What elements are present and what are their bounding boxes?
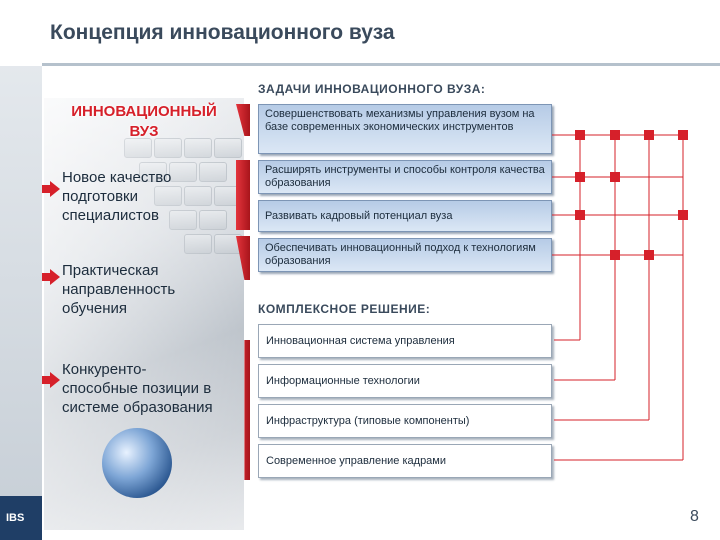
panel-heading: ИННОВАЦИОННЫЙ ВУЗ xyxy=(71,103,217,140)
bullet-arrow-icon xyxy=(50,269,60,285)
page-title: Концепция инновационного вуза xyxy=(50,21,395,44)
bracket-shape xyxy=(244,340,250,480)
bullet-competitive: Конкуренто-способные позиции в системе о… xyxy=(62,361,213,416)
task-box: Совершенствовать механизмы управления ву… xyxy=(258,104,552,154)
matrix-node xyxy=(610,130,620,140)
laptop-photo xyxy=(44,98,244,530)
matrix-node xyxy=(575,172,585,182)
task-box: Расширять инструменты и способы контроля… xyxy=(258,160,552,194)
left-rail xyxy=(0,0,42,540)
solution-box: Современное управление кадрами xyxy=(258,444,552,478)
bullet-practice: Практическая направленность обучения xyxy=(62,262,176,317)
globe-image xyxy=(102,428,172,498)
matrix-node xyxy=(678,210,688,220)
connection-matrix xyxy=(552,130,688,461)
task-box: Развивать кадровый потенциал вуза xyxy=(258,200,552,232)
solution-box: Инфраструктура (типовые компоненты) xyxy=(258,404,552,438)
solution-label: КОМПЛЕКСНОЕ РЕШЕНИЕ: xyxy=(258,302,431,316)
matrix-node xyxy=(678,130,688,140)
bracket-shape xyxy=(236,160,250,230)
matrix-node xyxy=(610,250,620,260)
bullet-quality: Новое качество подготовки специалистов xyxy=(62,169,172,224)
bullet-arrow-icon xyxy=(50,372,60,388)
tasks-label: ЗАДАЧИ ИННОВАЦИОННОГО ВУЗА: xyxy=(258,82,486,96)
ibs-logo: IBS xyxy=(6,512,25,524)
page-number: 8 xyxy=(690,508,699,525)
matrix-node xyxy=(644,250,654,260)
matrix-node xyxy=(575,210,585,220)
matrix-node xyxy=(575,130,585,140)
footer-bar xyxy=(0,496,42,540)
solution-box: Инновационная система управления xyxy=(258,324,552,358)
title-divider xyxy=(42,63,720,66)
matrix-node xyxy=(610,172,620,182)
title-bar xyxy=(0,0,720,66)
solution-box: Информационные технологии xyxy=(258,364,552,398)
bullet-arrow-icon xyxy=(42,185,50,193)
bullet-arrow-icon xyxy=(50,181,60,197)
matrix-node xyxy=(644,130,654,140)
bullet-arrow-icon xyxy=(42,273,50,281)
bullet-arrow-icon xyxy=(42,376,50,384)
task-box: Обеспечивать инновационный подход к техн… xyxy=(258,238,552,272)
